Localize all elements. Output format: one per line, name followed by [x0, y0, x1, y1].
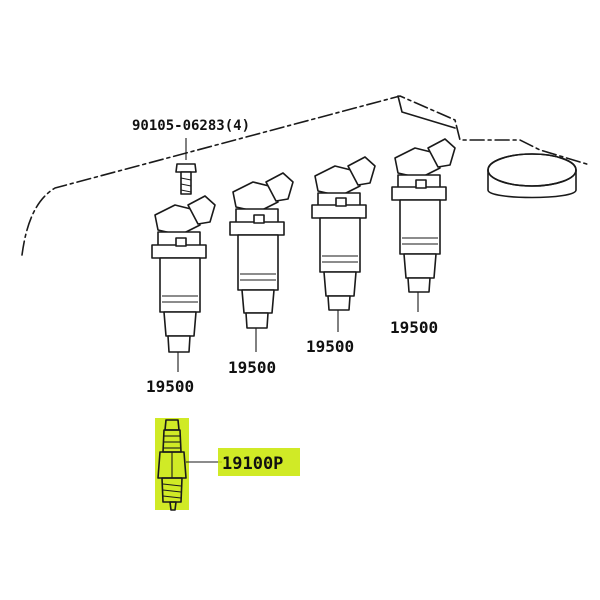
bolt-part-label: 90105-06283(4) [132, 118, 250, 134]
ignition-coil-4 [391, 138, 456, 312]
spark-plug-label: 19100P [222, 454, 283, 474]
ignition-coil-1 [151, 195, 216, 372]
coil-3-label: 19500 [306, 337, 354, 356]
coil-4-label: 19500 [390, 318, 438, 337]
ignition-coil-2 [229, 172, 294, 352]
spark-plug-label-highlight [218, 448, 300, 476]
bolt-part [175, 138, 197, 195]
coil-1-label: 19500 [146, 377, 194, 396]
ignition-coil-3 [311, 156, 376, 332]
spark-plug [155, 418, 189, 511]
engine-cover-outline [21, 95, 591, 256]
coil-2-label: 19500 [228, 358, 276, 377]
cap-cylinder [487, 153, 577, 199]
